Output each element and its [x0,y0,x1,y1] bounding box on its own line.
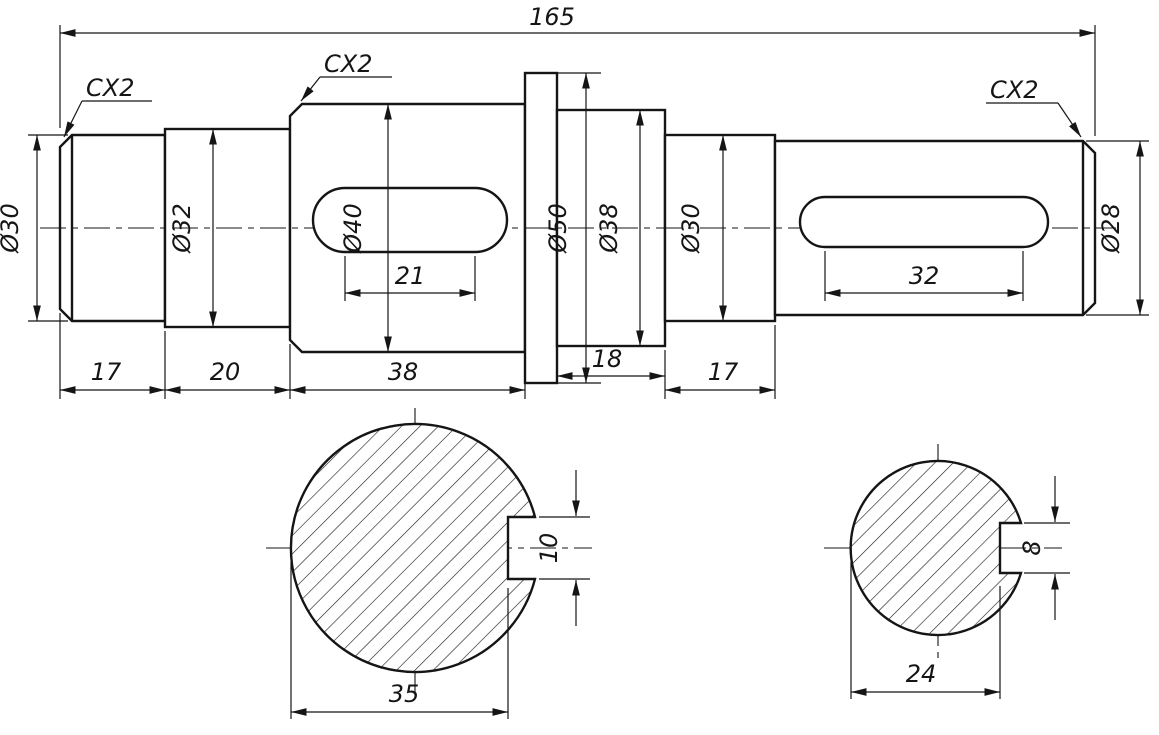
dim-label-overall-length: 165 [529,3,575,31]
dim-diameter-step6: Ø28 [1086,140,1149,316]
chamfer-label-middle: CX2 [324,50,372,78]
length-label-step1: 17 [91,358,122,386]
dim-section-left-across-flat: 35 [290,562,509,719]
length-label-step3: 38 [388,358,419,386]
cross-section-left: 35 10 [266,408,592,719]
dim-diameter-flange: Ø50 [544,72,601,384]
dim-section-right-keyway-width: 8 [1018,476,1070,620]
dia-label-step4: Ø38 [595,203,623,253]
dim-overall-length: 165 [59,3,1096,136]
length-label-step5: 17 [708,358,739,386]
chamfer-label-right: CX2 [990,76,1038,104]
chamfer-callout-left: CX2 [63,74,152,138]
dia-label-step2: Ø32 [168,203,196,253]
dia-label-flange: Ø50 [544,203,572,253]
dia-label-step1: Ø30 [0,203,24,253]
dim-keyway-step3: 21 [344,256,476,301]
dia-label-step3: Ø40 [339,203,367,253]
chamfer-callout-middle: CX2 [300,50,392,102]
dim-length-step5: 17 [665,325,776,399]
dim-length-step3: 38 [290,356,526,399]
dim-length-step4: 18 [557,345,666,399]
length-label-step2: 20 [210,358,241,386]
dim-section-right-across-flat: 24 [850,562,1001,699]
cross-section-right: 24 8 [824,444,1070,699]
dim-diameter-step2: Ø32 [168,129,217,327]
dim-keyway-step6: 32 [824,251,1024,301]
dim-diameter-step4: Ø38 [595,110,644,346]
chamfer-callout-right: CX2 [986,76,1082,138]
length-label-step4: 18 [592,345,623,373]
chamfer-label-left: CX2 [86,74,134,102]
dim-length-step1: 17 [59,313,166,399]
keyway-length-label-step3: 21 [395,262,426,290]
dia-label-step5: Ø30 [677,203,705,253]
dim-diameter-step5: Ø30 [677,135,727,321]
keyway-slot-step3 [311,186,509,254]
section-left-width-label: 35 [389,680,420,708]
section-left-shape [289,422,537,674]
dim-diameter-step1: Ø30 [0,134,68,322]
main-view: 165 CX2 CX2 CX2 Ø30 Ø32 [0,3,1149,399]
section-right-keyway-label: 8 [1018,540,1046,555]
section-left-keyway-label: 10 [535,533,563,564]
dim-diameter-step3: Ø40 [339,104,392,352]
dia-label-step6: Ø28 [1097,203,1125,253]
keyway-slot-step6 [798,195,1050,249]
section-right-width-label: 24 [906,660,937,688]
keyway-length-label-step6: 32 [909,262,940,290]
dim-section-left-keyway-width: 10 [535,470,590,626]
section-right-shape [849,459,1023,637]
